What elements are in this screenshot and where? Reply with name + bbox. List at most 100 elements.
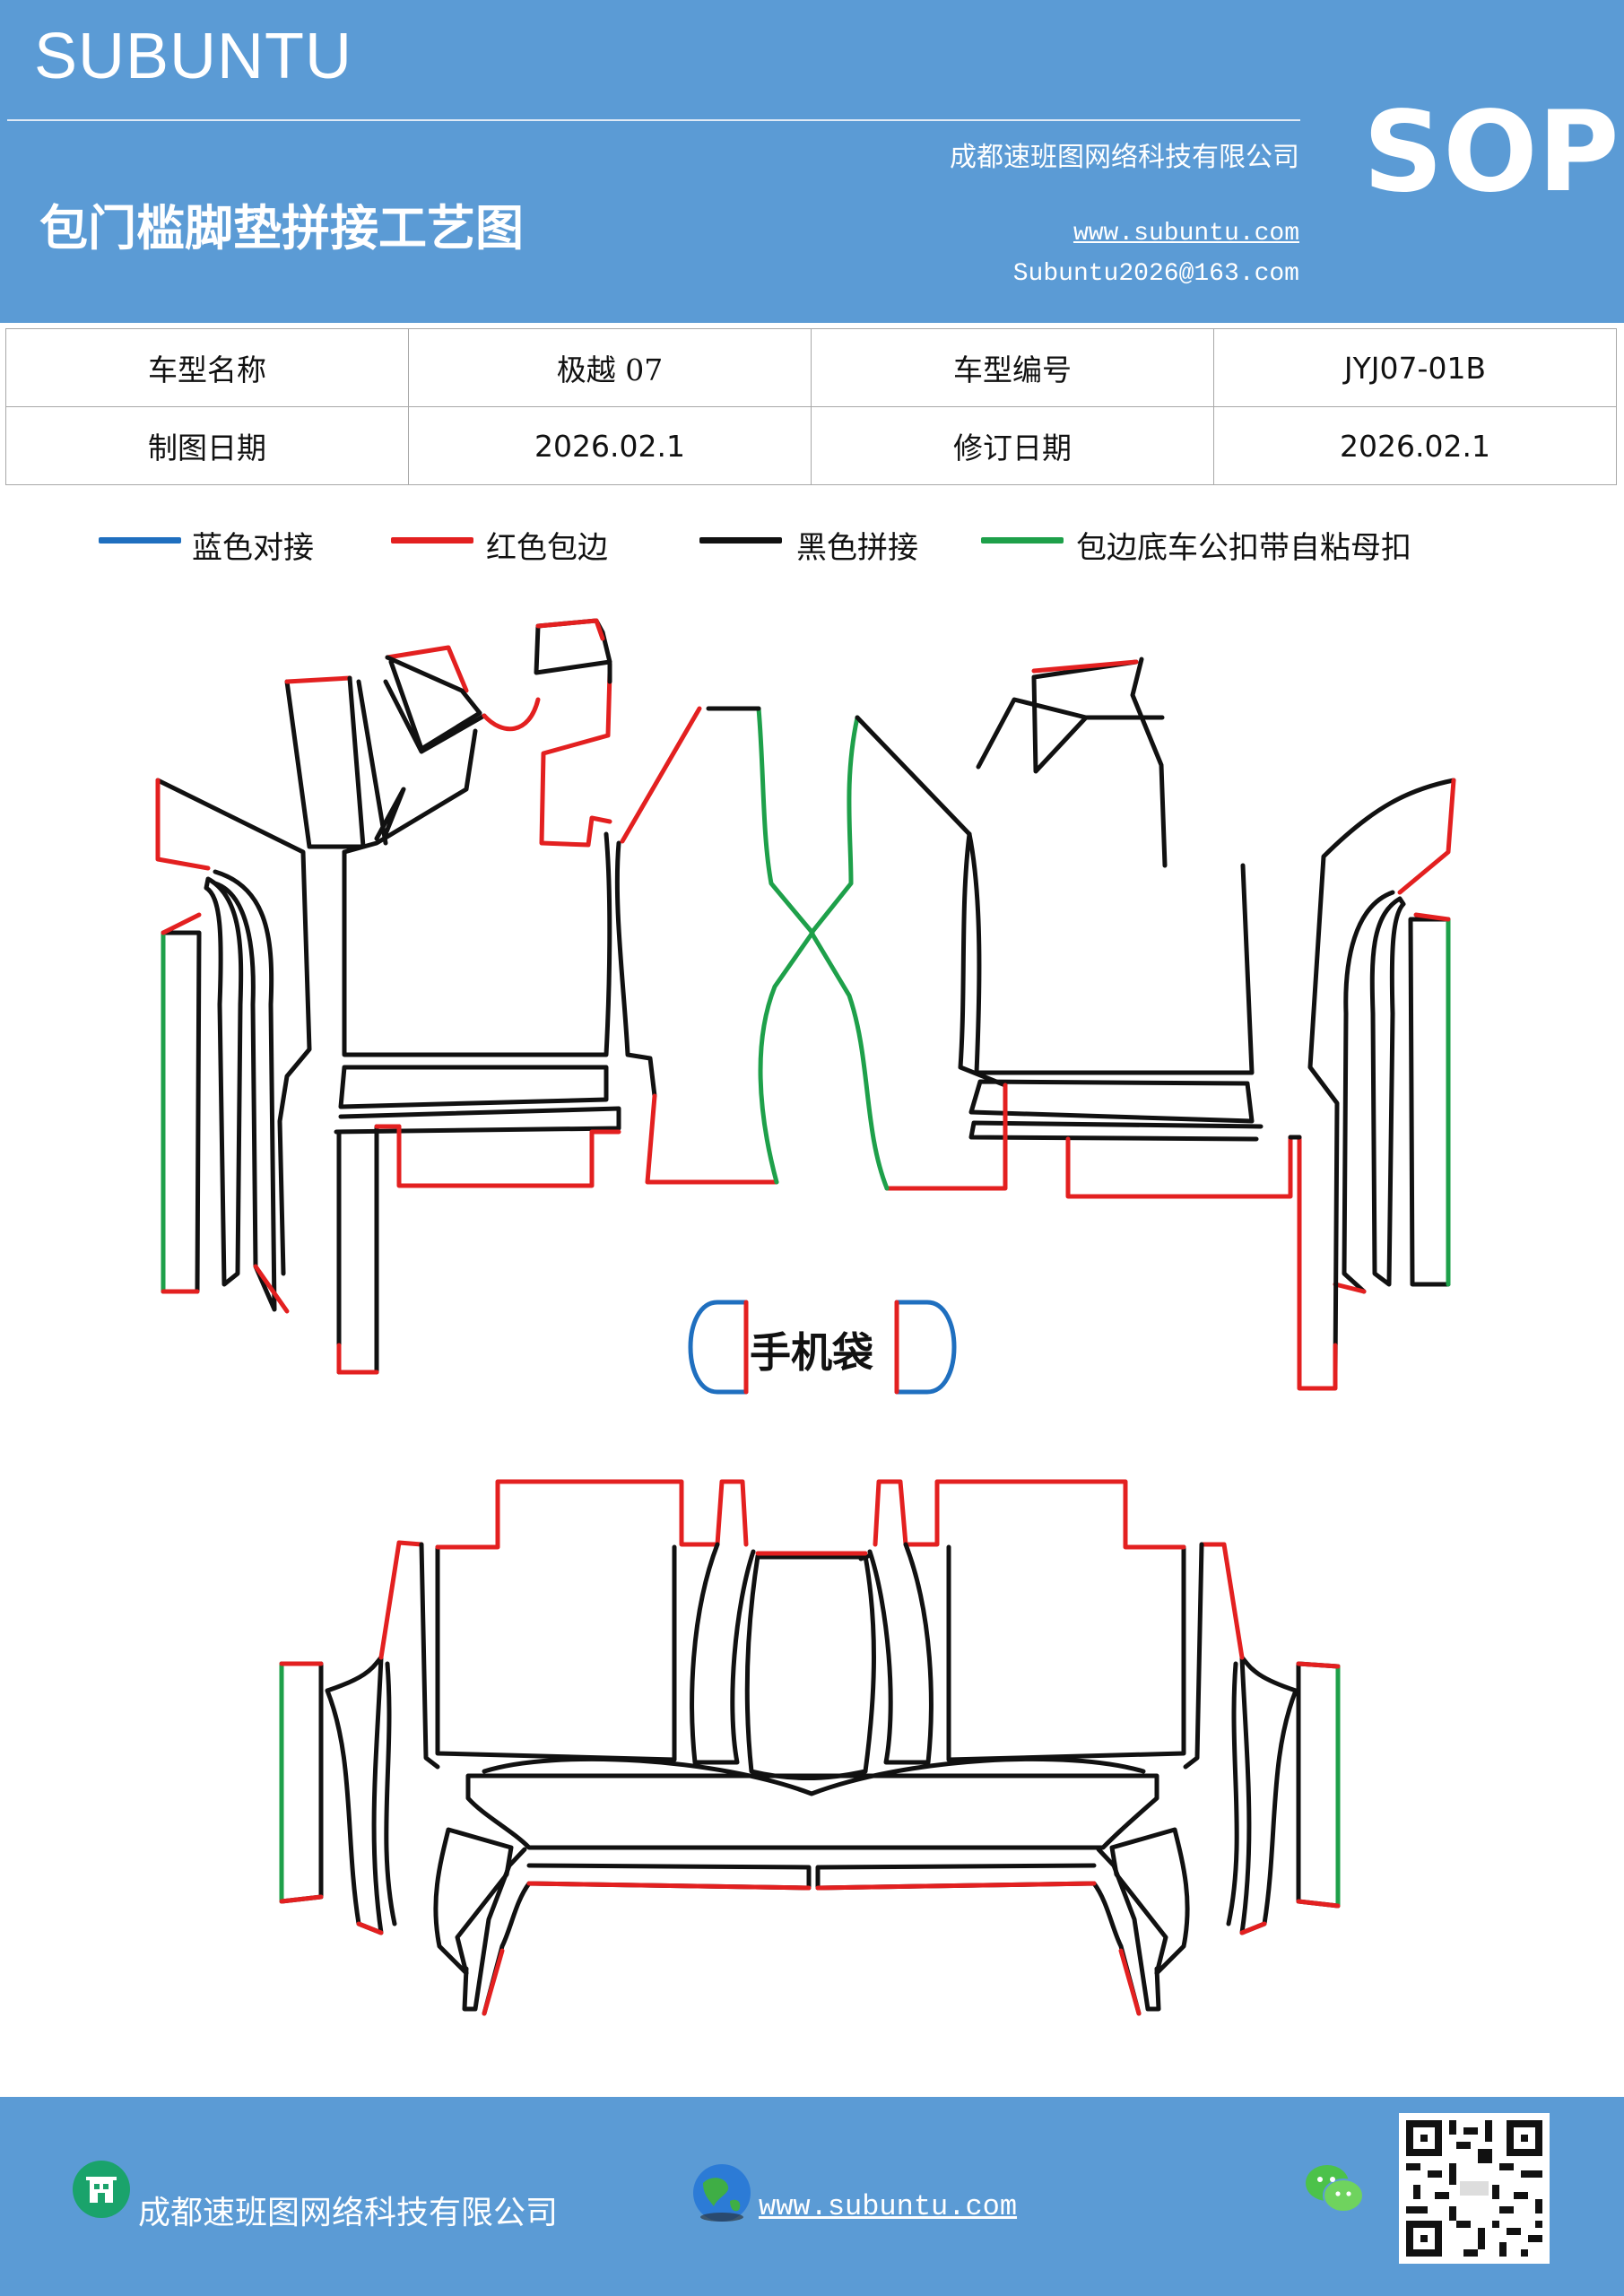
panel [374,787,406,841]
crossbar [968,1079,1255,1124]
table-cell: 车型名称 [5,328,409,407]
panel [356,679,388,846]
fender [155,778,312,1276]
main-mat-upper [284,679,366,849]
table-cell: 2026.02.1 [408,406,812,485]
leg-red [1297,1135,1338,1391]
rail [204,876,244,1287]
crossbar2 [968,1120,1264,1142]
qr-code[interactable] [1399,2113,1550,2267]
rear-left-mat [435,1544,677,1762]
table-cell: 极越 07 [408,328,812,407]
email-address[interactable]: Subuntu2026@163.com [1012,260,1299,288]
footer-website-link[interactable]: www.subuntu.com [759,2190,1018,2223]
table-cell: JYJ07-01B [1213,328,1617,407]
rear-strip-left-red-b [279,1894,324,1904]
panel2 [976,697,1165,770]
wing-left2 [462,1847,527,2012]
header-divider [7,119,1300,121]
website-link[interactable]: www.subuntu.com [1073,220,1299,248]
rail [213,869,277,1312]
tunnel [715,1479,749,1547]
center-panel-green [756,706,815,1185]
legend-label: 黑色拼接 [796,530,918,566]
tab-lower [539,670,612,848]
rail-red [1333,1282,1367,1294]
footer-banner: 成都速班图网络科技有限公司 www.subuntu.com [0,2097,1624,2296]
front-left-mat-group [155,618,815,1375]
table-row: 车型名称 极越 07 车型编号 JYJ07-01B [5,328,1617,407]
rear-rail [384,1661,397,1926]
fender-red [155,778,211,871]
table-row: 制图日期 2026.02.1 修订日期 2026.02.1 [5,406,1617,485]
center-panel [958,831,1008,1088]
center-panel-black-top [855,715,972,837]
wing-right2 [1096,1847,1161,2012]
center-panel [614,840,657,1099]
table-cell: 2026.02.1 [1213,406,1617,485]
color-legend: 蓝色对接 红色包边 黑色拼接 包边底车公扣带自粘母扣 [0,525,1624,570]
leg-red [336,1343,379,1375]
legend-swatch-black [699,537,782,544]
crossbar [338,1065,609,1109]
panel-red [385,645,469,693]
legend-swatch-green [981,537,1064,544]
rear-rail [1239,1655,1298,1935]
side-strip-red [1413,912,1451,922]
rail [1342,890,1395,1294]
panel-red [1031,659,1139,674]
center-panel-red [645,1093,779,1185]
crossbar2 [334,1106,621,1135]
table-cell: 制图日期 [5,406,409,485]
wing-right [1109,1827,1190,1976]
main-mat-top [1130,657,1168,868]
center-panel-green [809,715,890,1191]
tunnel [873,1479,908,1547]
panel [385,655,482,752]
globe-icon [690,2161,753,2228]
bottom-right-red [815,1881,1142,2016]
info-table: 车型名称 极越 07 车型编号 JYJ07-01B 制图日期 2026.02.1… [5,328,1617,485]
tunnel-black [867,1542,934,1765]
center-panel-red [884,1083,1008,1191]
rear-rail [325,1655,384,1935]
legend-label: 红色包边 [486,530,608,566]
notch [396,1124,621,1188]
fender [1307,778,1456,1375]
sop-badge: SOP [1363,88,1620,217]
brand-name: SUBUNTU [34,21,353,92]
rear-strip-left [279,1661,324,1904]
tab-red [535,618,605,641]
tab-bridge [482,697,541,732]
header-banner: SUBUNTU 成都速班图网络科技有限公司 包门槛脚垫拼接工艺图 www.sub… [0,0,1624,323]
footer-company: 成都速班图网络科技有限公司 [138,2195,559,2231]
rear-rail-red-top [1199,1542,1245,1660]
wechat-icon [1304,2161,1365,2221]
seat-band-inner [482,1756,1146,1796]
table-cell: 车型编号 [811,328,1214,407]
rear-rail-red [1239,1921,1267,1935]
side-strip [1408,917,1451,1287]
rear-rail-red [356,1921,384,1935]
rear-right-mat-red [903,1479,1186,1550]
pocket-right [894,1300,957,1395]
rear-rail-red-top [378,1540,424,1660]
rear-rail [1226,1661,1239,1926]
rear-strip-right-red [1296,1661,1341,1669]
side-strip [161,930,202,1294]
building-icon [72,2160,131,2222]
rear-right-bar [1183,1542,1204,1770]
rear-left-bar [419,1542,440,1770]
front-right-mat-group [809,657,1456,1391]
phone-pocket [688,1300,957,1395]
legend-label: 包边底车公扣带自粘母扣 [1076,530,1411,566]
side-strip-top [161,912,202,935]
phone-pocket-label: 手机袋 [750,1328,873,1377]
rear-mat-group [279,1479,1341,2016]
main-mat [342,831,612,1057]
tunnel-black [690,1542,756,1765]
tunnel-mid [744,1553,876,1780]
notch [1065,1135,1293,1199]
rear-left-mat-red [435,1479,720,1550]
